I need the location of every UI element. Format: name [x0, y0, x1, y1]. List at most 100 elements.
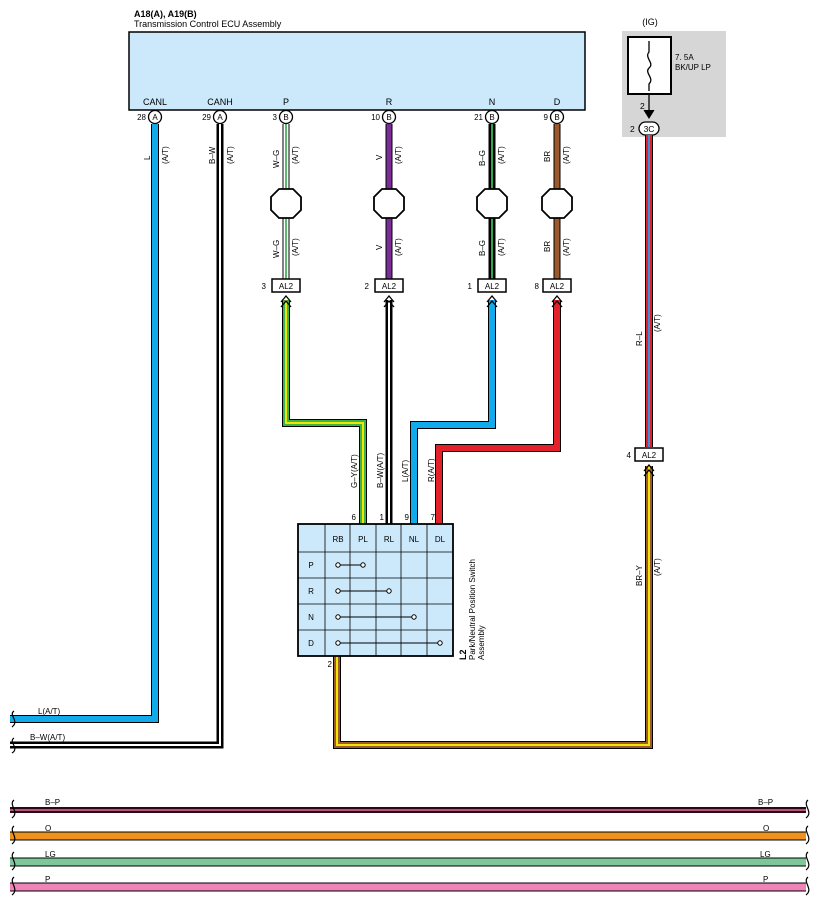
switch-pin-rb: 2 [328, 660, 333, 669]
ecu-connector-n [484, 109, 500, 125]
ecu-pin-p: P [283, 97, 289, 107]
fuse-pin-left: 2 [630, 124, 635, 134]
ecu-connector-canh [212, 109, 228, 125]
wire-canh-stripe [10, 124, 221, 746]
wire-note-p-upper: (A/T) [291, 146, 300, 164]
bus-label-b-p-right: B–P [758, 798, 773, 807]
wire-note-return: (A/T) [653, 558, 662, 576]
wire-note-canl: (A/T) [161, 146, 170, 164]
connector-al2-r-pin: 2 [365, 282, 370, 291]
junction-n [476, 188, 508, 219]
switch-col-rl: RL [384, 535, 395, 544]
switch-table [297, 523, 454, 657]
continuity-r [335, 588, 392, 594]
ecu-title: A18(A), A19(B) [134, 9, 197, 19]
ecu-subtitle: Transmission Control ECU Assembly [134, 19, 282, 29]
wire-label-fuse: R–L [635, 331, 644, 346]
switch-pin-rl: 1 [380, 513, 385, 522]
connector-al2-p: AL2 3 [262, 278, 301, 308]
ecu-connector-canl [147, 109, 163, 125]
ecu-conn-letter-n: B [489, 113, 494, 122]
ecu-conn-letter-p: B [283, 113, 288, 122]
wire-label-pl: G–Y(A/T) [350, 454, 359, 488]
wire-label-return: BR–Y [635, 564, 644, 586]
switch-col-rb: RB [332, 535, 343, 544]
connector-al2-p-label: AL2 [279, 282, 294, 291]
ecu-conn-letter-r: B [386, 113, 391, 122]
ecu-pin-n: N [489, 97, 496, 107]
wire-pl-outline [282, 300, 367, 524]
switch-row-d: D [308, 639, 314, 648]
connector-al2-fuse-pin: 4 [627, 451, 632, 460]
wire-label-d-upper: BR [543, 151, 552, 162]
switch-row-n: N [308, 613, 314, 622]
switch-pin-dl: 7 [431, 513, 436, 522]
wire-pl [283, 300, 366, 524]
switch-name-line2: Assembly [477, 625, 486, 660]
junction-d [541, 188, 573, 219]
wire-label-p-lower: W–G [272, 240, 281, 258]
wire-note-r-lower: (A/T) [394, 238, 403, 256]
bus-label-o-left: O [45, 824, 51, 833]
continuity-p [335, 562, 366, 568]
wire-note-canh: (A/T) [226, 146, 235, 164]
junction-p [270, 188, 302, 219]
connector-al2-d: AL2 8 [535, 278, 572, 308]
ecu-pin-canh: CANH [207, 97, 233, 107]
wire-note-r-upper: (A/T) [394, 146, 403, 164]
wire-label-r-upper: V [375, 154, 384, 160]
connector-al2-n: AL2 1 [468, 278, 507, 308]
wire-label-canh: B–W [208, 146, 217, 164]
continuity-d [335, 640, 443, 646]
junction-r [373, 188, 405, 219]
fuse-pin-top: 2 [640, 101, 645, 111]
fuse-name: BK/UP LP [675, 63, 711, 72]
switch-name: Park/Neutral Position Switch [468, 559, 477, 660]
bus-break-marks [11, 799, 810, 896]
bus-label-canl: L(A/T) [38, 707, 61, 716]
bus-label-lg-right: LG [760, 850, 771, 859]
ecu-pinnum-canh: 29 [202, 113, 211, 122]
connector-al2-d-pin: 8 [535, 282, 540, 291]
connector-al2-fuse-label: AL2 [642, 451, 657, 460]
wire-note-fuse: (A/T) [653, 314, 662, 332]
connector-al2-fuse: AL2 4 [627, 447, 664, 477]
wire-label-d-lower: BR [543, 241, 552, 252]
wire-label-canl: L [143, 155, 152, 160]
switch-pin-pl: 6 [352, 513, 357, 522]
wire-note-n-upper: (A/T) [497, 146, 506, 164]
wire-note-d-lower: (A/T) [562, 238, 571, 256]
switch-col-nl: NL [409, 535, 420, 544]
ecu-pin-r: R [386, 97, 393, 107]
fuse-element [647, 41, 652, 91]
bus-label-p-left: P [45, 875, 50, 884]
wire-canl-outline [10, 124, 159, 723]
ecu-conn-letter-canh: A [217, 113, 223, 122]
bus-label-p-right: P [763, 875, 768, 884]
wire-note-n-lower: (A/T) [497, 238, 506, 256]
ecu-pinnum-p: 3 [273, 113, 278, 122]
ecu-conn-letter-d: B [554, 113, 559, 122]
continuity-n [335, 614, 417, 620]
connector-3c-label: 3C [644, 124, 655, 134]
wire-canh-outline [10, 124, 224, 749]
ecu-box [128, 31, 586, 111]
ecu-pinnum-n: 21 [474, 113, 483, 122]
ecu-connector-d [549, 109, 565, 125]
wire-note-d-upper: (A/T) [562, 146, 571, 164]
wire-nl [411, 300, 495, 524]
switch-row-r: R [308, 587, 314, 596]
wire-label-rl: B–W(A/T) [376, 453, 385, 488]
bus-label-b-p-left: B–P [45, 798, 60, 807]
wire-dl [436, 300, 560, 524]
wire-label-nl: L(A/T) [401, 459, 410, 482]
bus-label-o-right: O [763, 824, 769, 833]
connector-al2-r: AL2 2 [365, 278, 404, 308]
bus-label-canh: B–W(A/T) [30, 733, 65, 742]
ecu-pinnum-r: 10 [371, 113, 380, 122]
connector-al2-n-label: AL2 [485, 282, 500, 291]
fuse-rating: 7. 5A [675, 53, 694, 62]
ecu-pinnum-canl: 28 [137, 113, 146, 122]
wire-label-n-upper: B–G [478, 150, 487, 166]
